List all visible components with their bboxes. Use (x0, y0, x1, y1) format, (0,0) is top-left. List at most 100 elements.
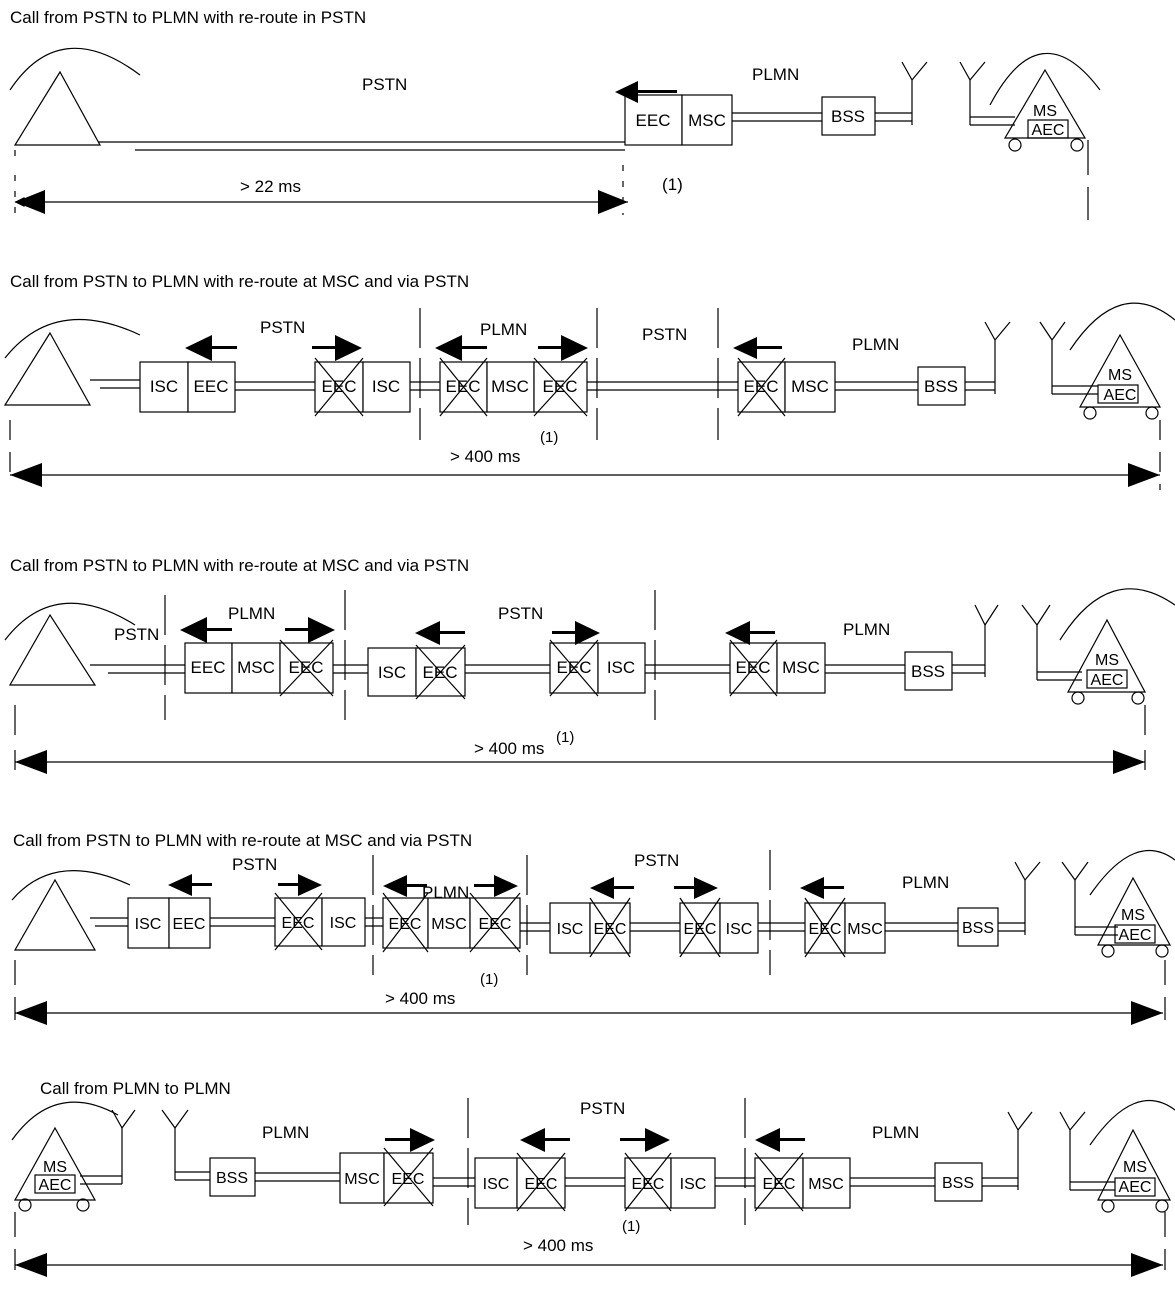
delay-arrowhead-left (10, 463, 42, 487)
ms-label: MS (1123, 1159, 1147, 1176)
isc-box (127, 897, 170, 949)
net-label: PLMN (843, 620, 890, 639)
msc-label: MSC (782, 658, 820, 677)
trunk-line (90, 861, 1041, 935)
delay-label: > 22 ms (240, 177, 301, 196)
delay-label: > 400 ms (523, 1236, 593, 1255)
mobile-station: MS AEC (1066, 618, 1146, 705)
echo-canceller-arrow-left (615, 81, 638, 103)
wheel-icon (18, 1198, 32, 1212)
msc-box (231, 642, 281, 694)
ms-antenna-icon (1061, 861, 1118, 936)
network-divider (164, 590, 656, 720)
disabled-cross-icon (279, 639, 778, 700)
isc-box (321, 897, 366, 947)
msc-bss-line (732, 112, 822, 122)
delay-label: > 400 ms (385, 989, 455, 1008)
pstn-arc-icon (9, 47, 141, 91)
bss-box (904, 651, 953, 691)
ms-antenna-icon (959, 61, 1015, 126)
msc-label: MSC (491, 377, 529, 396)
mobile-station-icon (1066, 618, 1146, 693)
trunk-line (98, 141, 625, 151)
eec-box (383, 1152, 434, 1204)
isc-label: ISC (372, 377, 400, 396)
delay-label: > 400 ms (474, 739, 544, 758)
net-label: PLMN (852, 335, 899, 354)
network-divider (419, 308, 719, 440)
mobile-station-icon (1097, 876, 1172, 946)
isc-box (719, 902, 759, 954)
aec-label: AEC (39, 1177, 72, 1194)
net-label: PSTN (580, 1099, 625, 1118)
bss-box (821, 96, 876, 136)
msc-box (802, 1157, 851, 1209)
isc-label: ISC (150, 377, 178, 396)
mobile-station: MS AEC (1097, 876, 1172, 958)
delay-arrowhead-left (15, 1253, 47, 1277)
eec-label: EEC (763, 1176, 796, 1193)
delay-arrowhead-left (15, 190, 45, 214)
antenna-icon (80, 1109, 210, 1185)
wheel-icon (1145, 406, 1159, 420)
scenario-2-title: Call from PSTN to PLMN with re-route at … (10, 272, 469, 291)
ms-label: MS (43, 1159, 67, 1176)
network-divider (467, 1098, 746, 1225)
pstn-arc-icon (4, 318, 141, 359)
pstn-arc-icon (4, 602, 136, 641)
eec-box (624, 94, 683, 146)
net-label: PSTN (232, 855, 277, 874)
msc-label: MSC (688, 111, 726, 130)
isc-label: ISC (680, 1176, 707, 1193)
msc-box (427, 897, 471, 949)
bss-box (209, 1157, 256, 1197)
bss-label: BSS (216, 1170, 248, 1187)
delay-arrowhead-right (598, 190, 628, 214)
msc-box (681, 94, 733, 146)
wheel-icon (76, 1198, 90, 1212)
scenario-1-net-label-plmn: PLMN (752, 65, 799, 84)
scenario-5: Call from PLMN to PLMN PLMN PSTN PLMN MS… (11, 1079, 1175, 1277)
bss-box (934, 1162, 983, 1202)
net-label: PLMN (902, 873, 949, 892)
isc-label: ISC (726, 921, 753, 938)
net-label: PLMN (262, 1123, 309, 1142)
scenario-4-title: Call from PSTN to PLMN with re-route at … (13, 831, 472, 850)
echo-canceller-arrow (180, 617, 775, 645)
pstn-terminal-icon (13, 70, 102, 146)
wheel-icon (1070, 138, 1084, 152)
isc-label: ISC (557, 921, 584, 938)
wheel-icon (1155, 1199, 1169, 1213)
ms-arc-icon (1069, 302, 1175, 351)
mobile-station-icon (1078, 333, 1162, 408)
isc-label: ISC (330, 915, 357, 932)
delay-arrowhead-left (15, 1001, 47, 1025)
net-label: PSTN (642, 325, 687, 344)
net-label: PSTN (260, 318, 305, 337)
delay-arrowhead-right (1131, 1253, 1163, 1277)
delay-arrowhead-right (1113, 750, 1145, 774)
echo-canceller-arrow-tail (637, 90, 677, 93)
aec-label: AEC (1119, 927, 1152, 944)
scenario-5-title: Call from PLMN to PLMN (40, 1079, 231, 1098)
msc-box (784, 361, 836, 413)
msc-label: MSC (847, 921, 883, 938)
ms-arc-icon (1089, 1100, 1175, 1146)
pstn-terminal-icon (3, 331, 92, 406)
disabled-cross-icon (274, 892, 846, 958)
msc-label: MSC (344, 1171, 380, 1188)
mobile-station-icon (13, 1126, 97, 1201)
net-label: PLMN (422, 883, 469, 902)
trunk-line (90, 321, 1011, 394)
eec-box (624, 1157, 672, 1209)
ms-arc-icon (1059, 588, 1175, 641)
net-label: PSTN (634, 851, 679, 870)
bss-label: BSS (962, 920, 994, 937)
note-marker: (1) (480, 971, 498, 988)
mobile-station-left: MS AEC (13, 1126, 97, 1212)
ms-label: MS (1108, 367, 1132, 384)
msc-box (776, 642, 826, 694)
eec-label: EEC (282, 915, 315, 932)
eec-box (168, 897, 211, 949)
ms-arc-icon (989, 52, 1101, 106)
